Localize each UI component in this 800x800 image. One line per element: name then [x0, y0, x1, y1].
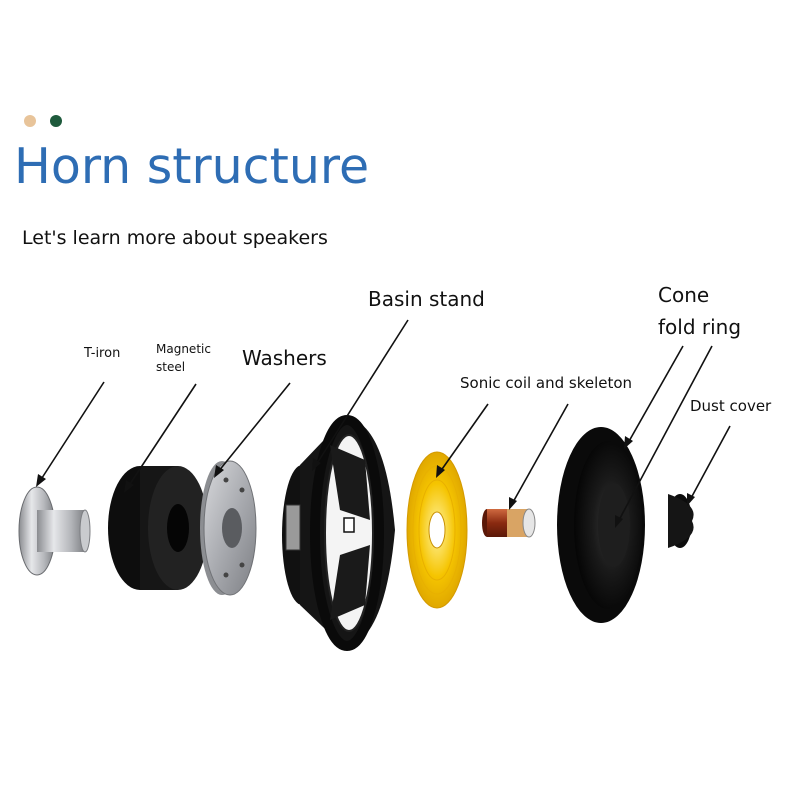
label-dust-cover: Dust cover — [690, 397, 772, 415]
label-basin-stand: Basin stand — [368, 287, 485, 311]
page-title: Horn structure — [14, 138, 370, 195]
arrow-cone — [627, 345, 684, 444]
arrow-fold-ring — [617, 345, 713, 523]
arrow-washers — [217, 382, 291, 473]
basin-stand-part — [282, 415, 395, 651]
t-iron-part — [18, 486, 91, 576]
label-washers: Washers — [242, 346, 327, 370]
decorative-dot-green — [50, 115, 62, 127]
cone-part — [557, 427, 645, 623]
magnetic-steel-part — [108, 466, 208, 590]
arrow-magnetic-steel — [127, 383, 197, 488]
leader-lines — [39, 319, 731, 523]
label-sonic-coil: Sonic coil and skeleton — [460, 374, 633, 392]
decorative-dot-beige — [24, 115, 36, 127]
arrow-t-iron — [39, 381, 105, 482]
washer-part — [200, 460, 257, 596]
label-t-iron: T-iron — [84, 346, 121, 361]
dust-cover-part — [668, 494, 694, 548]
arrow-voice-coil — [511, 403, 569, 505]
arrow-heads — [36, 436, 695, 528]
arrow-basin-stand — [315, 319, 409, 466]
arrow-spider — [439, 403, 489, 473]
arrow-dust-cover — [689, 425, 731, 501]
label-magnetic-steel: Magnetic steel — [156, 342, 211, 374]
page-subtitle: Let's learn more about speakers — [22, 227, 328, 249]
voice-coil-part — [482, 508, 536, 538]
label-fold-ring: fold ring — [658, 315, 742, 339]
spider-part — [406, 451, 468, 609]
label-cone: Cone — [658, 283, 710, 307]
